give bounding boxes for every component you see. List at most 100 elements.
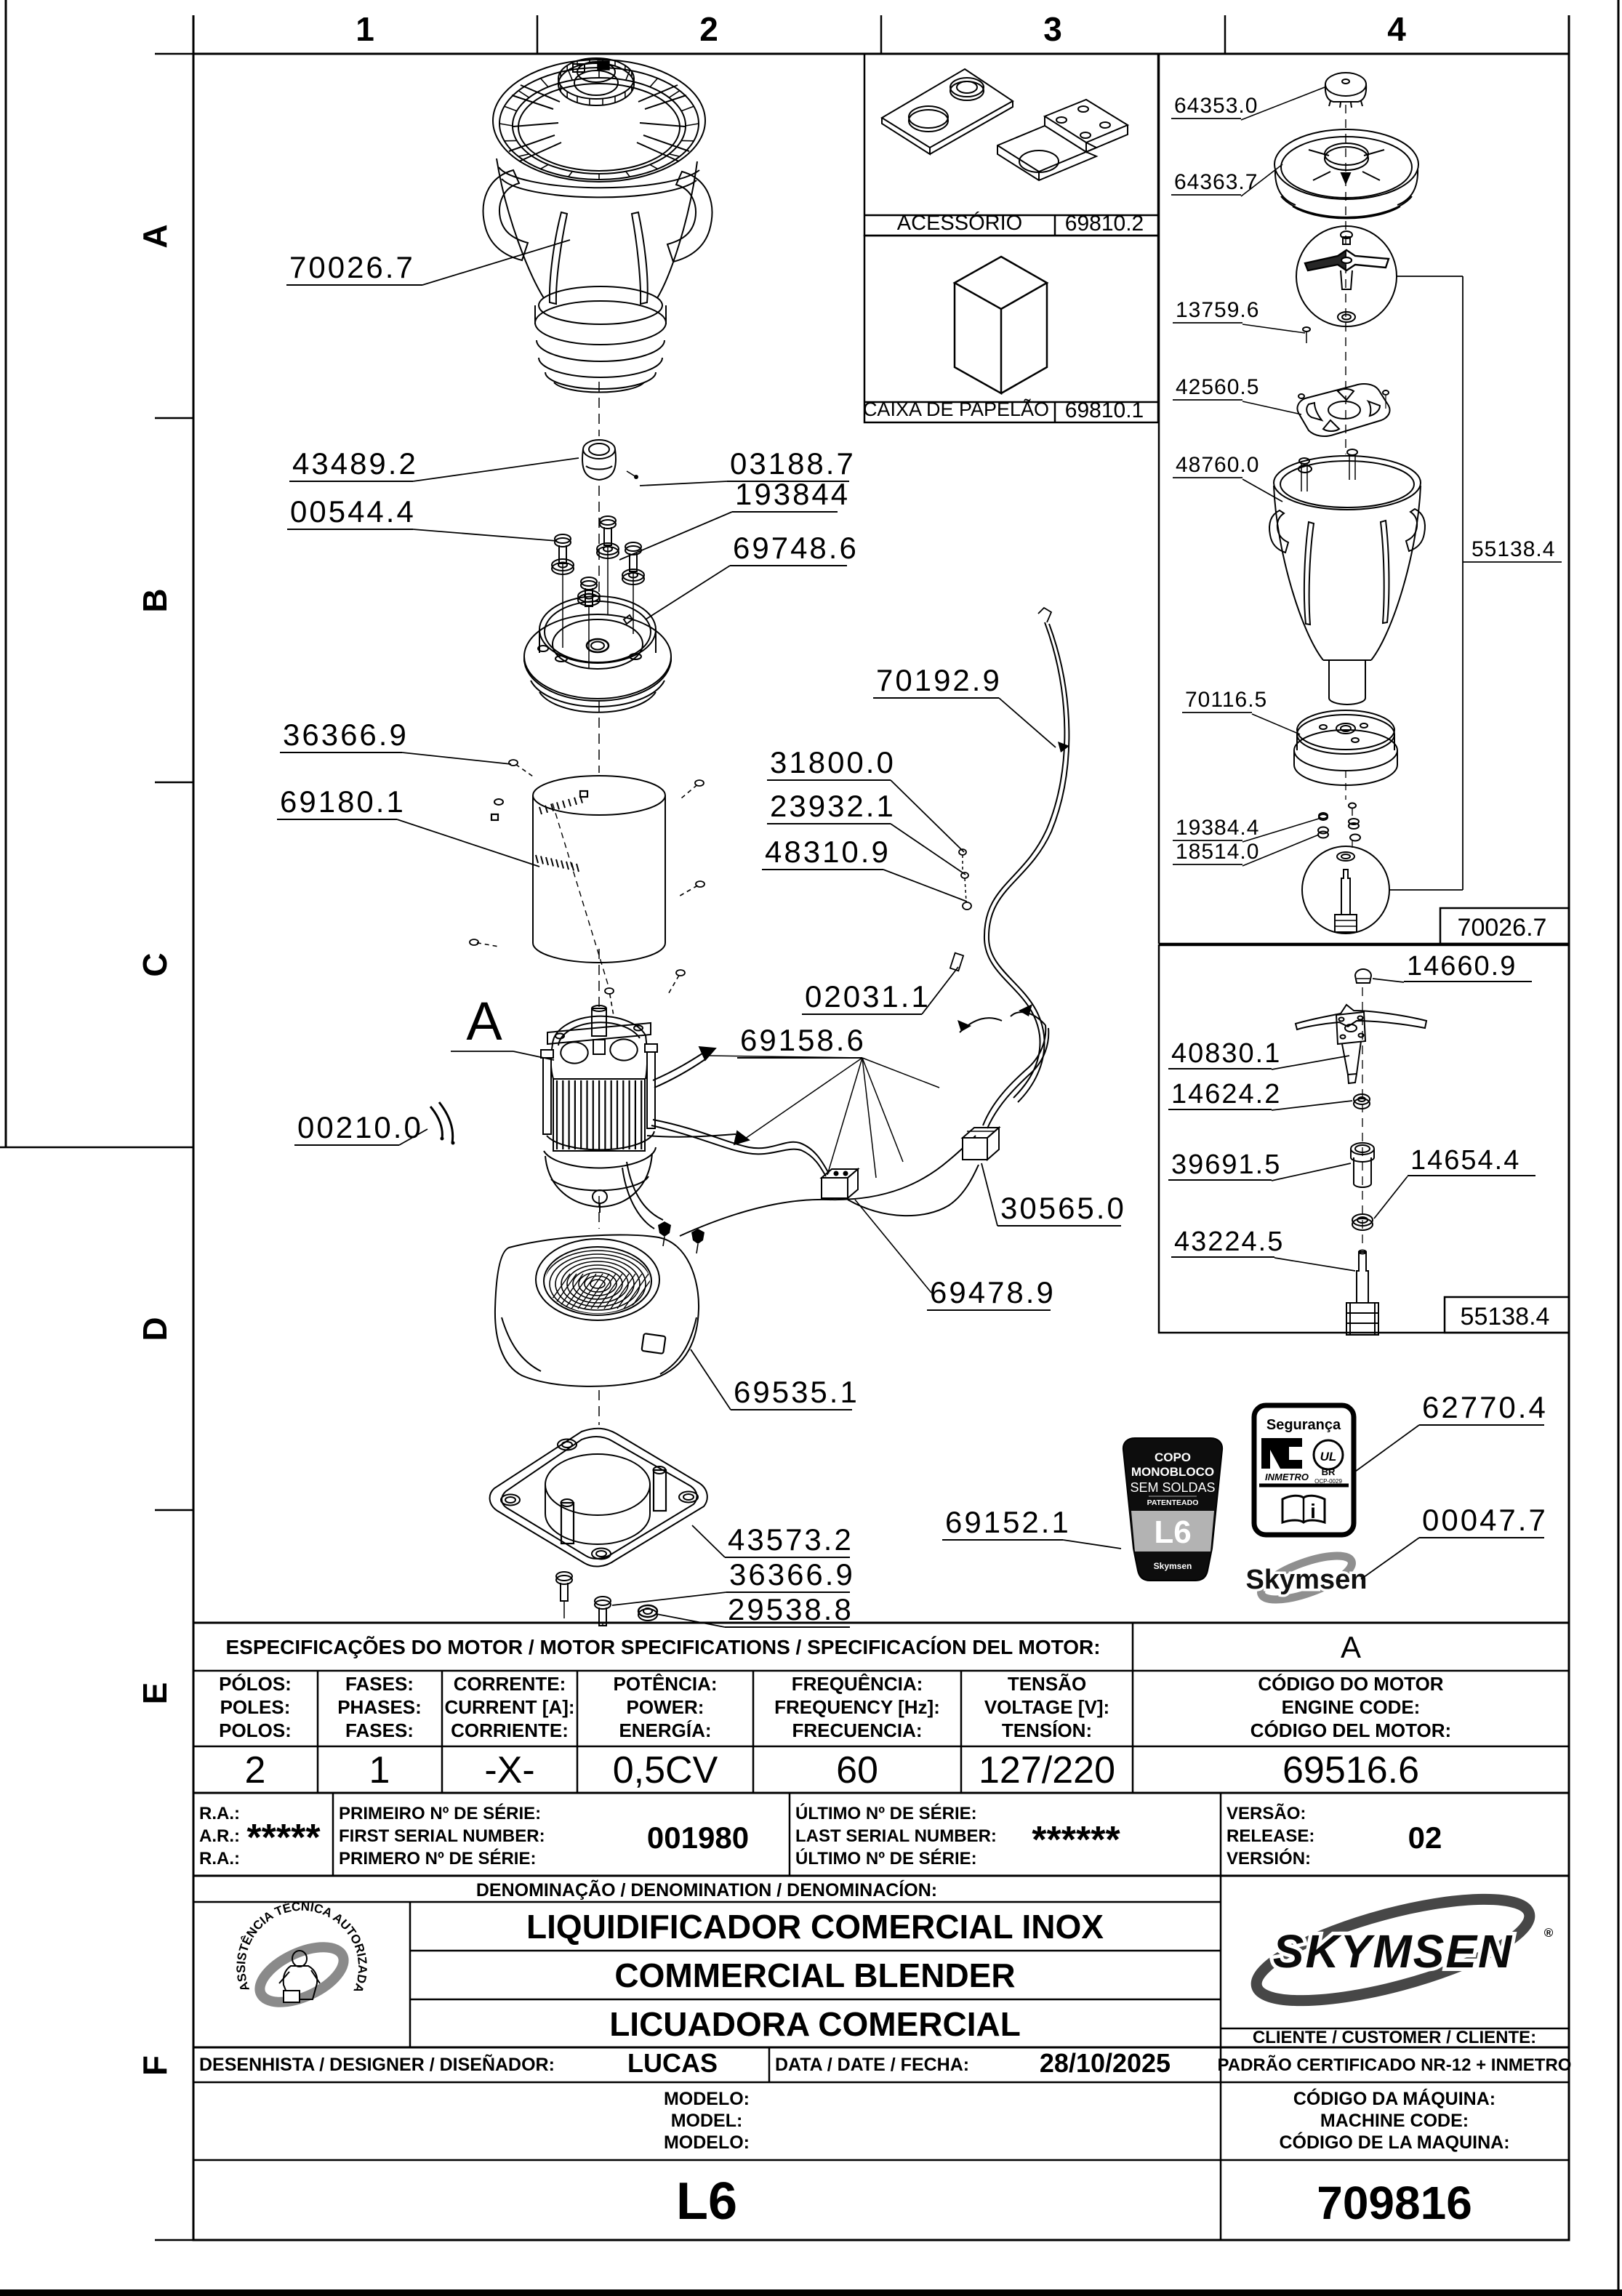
svg-text:UL: UL xyxy=(1320,1450,1337,1464)
svg-text:43224.5: 43224.5 xyxy=(1174,1227,1284,1257)
svg-text:-X-: -X- xyxy=(484,1749,534,1791)
svg-text:D: D xyxy=(136,1317,174,1341)
svg-text:i: i xyxy=(1310,1500,1316,1522)
svg-text:ACESSÓRIO: ACESSÓRIO xyxy=(897,211,1022,235)
svg-text:Skymsen: Skymsen xyxy=(1246,1565,1368,1595)
svg-text:30565.0: 30565.0 xyxy=(1000,1191,1126,1225)
svg-text:69810.2: 69810.2 xyxy=(1065,212,1144,236)
svg-text:PATENTEADO: PATENTEADO xyxy=(1147,1498,1199,1507)
svg-text:FREQUENCY [Hz]:: FREQUENCY [Hz]: xyxy=(774,1696,940,1718)
svg-text:FASES:: FASES: xyxy=(345,1719,414,1741)
svg-text:13759.6: 13759.6 xyxy=(1176,298,1259,322)
svg-text:CORRENTE:: CORRENTE: xyxy=(454,1673,566,1695)
svg-text:69478.9: 69478.9 xyxy=(930,1275,1056,1309)
svg-text:LAST SERIAL NUMBER:: LAST SERIAL NUMBER: xyxy=(795,1826,997,1846)
svg-text:127/220: 127/220 xyxy=(979,1749,1115,1791)
svg-text:36366.9: 36366.9 xyxy=(729,1557,855,1591)
svg-text:COPO: COPO xyxy=(1155,1450,1191,1464)
svg-text:MACHINE CODE:: MACHINE CODE: xyxy=(1320,2111,1469,2131)
svg-text:POLES:: POLES: xyxy=(220,1696,291,1718)
svg-text:Segurança: Segurança xyxy=(1266,1417,1341,1433)
svg-text:69158.6: 69158.6 xyxy=(740,1023,866,1057)
svg-text:69152.1: 69152.1 xyxy=(945,1505,1071,1539)
svg-text:0,5CV: 0,5CV xyxy=(613,1749,718,1791)
svg-text:70026.7: 70026.7 xyxy=(289,250,415,284)
svg-text:MODELO:: MODELO: xyxy=(664,2132,750,2153)
svg-text:MODELO:: MODELO: xyxy=(664,2089,750,2109)
svg-text:2: 2 xyxy=(245,1749,266,1791)
svg-text:36366.9: 36366.9 xyxy=(283,718,409,752)
svg-text:MONOBLOCO: MONOBLOCO xyxy=(1131,1465,1214,1479)
svg-text:DESENHISTA / DESIGNER / DISEÑA: DESENHISTA / DESIGNER / DISEÑADOR: xyxy=(199,2053,555,2075)
svg-text:C: C xyxy=(136,952,174,976)
svg-text:70026.7: 70026.7 xyxy=(1458,914,1547,942)
svg-text:®: ® xyxy=(1544,1926,1554,1940)
svg-text:69535.1: 69535.1 xyxy=(734,1375,859,1409)
svg-text:48310.9: 48310.9 xyxy=(765,835,891,869)
svg-text:00047.7: 00047.7 xyxy=(1422,1503,1548,1537)
svg-text:DENOMINAÇÃO / DENOMINATION / D: DENOMINAÇÃO / DENOMINATION / DENOMINACÍO… xyxy=(476,1879,937,1900)
svg-text:VERSÃO:: VERSÃO: xyxy=(1226,1803,1306,1823)
svg-text:MODEL:: MODEL: xyxy=(671,2111,743,2131)
svg-text:70192.9: 70192.9 xyxy=(876,663,1002,697)
svg-text:CLIENTE / CUSTOMER / CLIENTE:: CLIENTE / CUSTOMER / CLIENTE: xyxy=(1253,2028,1536,2047)
svg-text:A: A xyxy=(466,991,502,1051)
svg-text:14624.2: 14624.2 xyxy=(1171,1079,1281,1109)
svg-text:TENSÍON:: TENSÍON: xyxy=(1002,1719,1092,1741)
svg-text:18514.0: 18514.0 xyxy=(1176,840,1259,864)
svg-text:POLOS:: POLOS: xyxy=(219,1719,292,1741)
svg-text:POWER:: POWER: xyxy=(627,1696,704,1718)
svg-text:RELEASE:: RELEASE: xyxy=(1226,1826,1314,1846)
svg-text:DATA / DATE / FECHA:: DATA / DATE / FECHA: xyxy=(775,2055,969,2075)
svg-text:70116.5: 70116.5 xyxy=(1185,688,1267,712)
svg-text:62770.4: 62770.4 xyxy=(1422,1390,1548,1424)
svg-text:3: 3 xyxy=(1043,10,1062,48)
svg-text:COMMERCIAL BLENDER: COMMERCIAL BLENDER xyxy=(614,1956,1015,1994)
svg-text:ÚLTIMO Nº DE SÉRIE:: ÚLTIMO Nº DE SÉRIE: xyxy=(795,1848,977,1868)
svg-text:40830.1: 40830.1 xyxy=(1171,1038,1281,1069)
svg-text:193844: 193844 xyxy=(735,477,850,511)
svg-text:Skymsen: Skymsen xyxy=(1154,1561,1192,1571)
svg-text:69748.6: 69748.6 xyxy=(733,531,859,565)
svg-text:55138.4: 55138.4 xyxy=(1472,537,1555,561)
svg-text:64363.7: 64363.7 xyxy=(1174,170,1258,194)
svg-text:FREQUÊNCIA:: FREQUÊNCIA: xyxy=(792,1673,923,1695)
svg-text:00210.0: 00210.0 xyxy=(297,1110,423,1144)
svg-text:A: A xyxy=(136,224,174,248)
svg-text:FIRST SERIAL NUMBER:: FIRST SERIAL NUMBER: xyxy=(339,1826,545,1846)
svg-text:CURRENT [A]:: CURRENT [A]: xyxy=(444,1696,574,1718)
svg-text:PRIMERO Nº DE SÉRIE:: PRIMERO Nº DE SÉRIE: xyxy=(339,1848,536,1868)
svg-text:LIQUIDIFICADOR COMERCIAL INOX: LIQUIDIFICADOR COMERCIAL INOX xyxy=(526,1908,1104,1946)
svg-text:001980: 001980 xyxy=(647,1821,749,1855)
svg-text:55138.4: 55138.4 xyxy=(1461,1303,1550,1330)
svg-text:14660.9: 14660.9 xyxy=(1407,951,1517,982)
svg-text:ÚLTIMO Nº DE SÉRIE:: ÚLTIMO Nº DE SÉRIE: xyxy=(795,1803,977,1823)
svg-text:LICUADORA COMERCIAL: LICUADORA COMERCIAL xyxy=(609,2005,1021,2043)
svg-text:B: B xyxy=(136,588,174,612)
svg-text:43489.2: 43489.2 xyxy=(292,446,418,481)
svg-text:1: 1 xyxy=(356,10,374,48)
svg-text:R.A.:: R.A.: xyxy=(199,1849,240,1868)
svg-text:2: 2 xyxy=(699,10,718,48)
svg-text:CÓDIGO DA MÁQUINA:: CÓDIGO DA MÁQUINA: xyxy=(1293,2087,1495,2109)
svg-text:69180.1: 69180.1 xyxy=(280,784,406,819)
svg-text:ESPECIFICAÇÕES DO MOTOR / MOTO: ESPECIFICAÇÕES DO MOTOR / MOTOR SPECIFIC… xyxy=(225,1636,1100,1658)
svg-text:48760.0: 48760.0 xyxy=(1176,453,1259,477)
svg-text:1: 1 xyxy=(369,1749,390,1791)
svg-text:ENGINE CODE:: ENGINE CODE: xyxy=(1282,1696,1421,1718)
svg-text:PÓLOS:: PÓLOS: xyxy=(219,1673,292,1695)
svg-text:CÓDIGO DEL MOTOR:: CÓDIGO DEL MOTOR: xyxy=(1250,1719,1451,1741)
svg-text:INMETRO: INMETRO xyxy=(1265,1472,1309,1482)
svg-text:VERSIÓN:: VERSIÓN: xyxy=(1226,1848,1311,1868)
svg-text:LUCAS: LUCAS xyxy=(627,2048,718,2078)
svg-text:69516.6: 69516.6 xyxy=(1282,1749,1419,1791)
svg-text:PHASES:: PHASES: xyxy=(337,1696,422,1718)
svg-text:4: 4 xyxy=(1387,10,1406,48)
svg-text:FRECUENCIA:: FRECUENCIA: xyxy=(792,1719,922,1741)
svg-text:L6: L6 xyxy=(676,2172,737,2231)
svg-text:PRIMEIRO Nº DE SÉRIE:: PRIMEIRO Nº DE SÉRIE: xyxy=(339,1803,541,1823)
svg-text:ENERGÍA:: ENERGÍA: xyxy=(619,1719,711,1741)
svg-text:SKYMSEN: SKYMSEN xyxy=(1273,1925,1514,1978)
svg-text:02: 02 xyxy=(1408,1821,1442,1855)
svg-text:VOLTAGE [V]:: VOLTAGE [V]: xyxy=(984,1696,1109,1718)
